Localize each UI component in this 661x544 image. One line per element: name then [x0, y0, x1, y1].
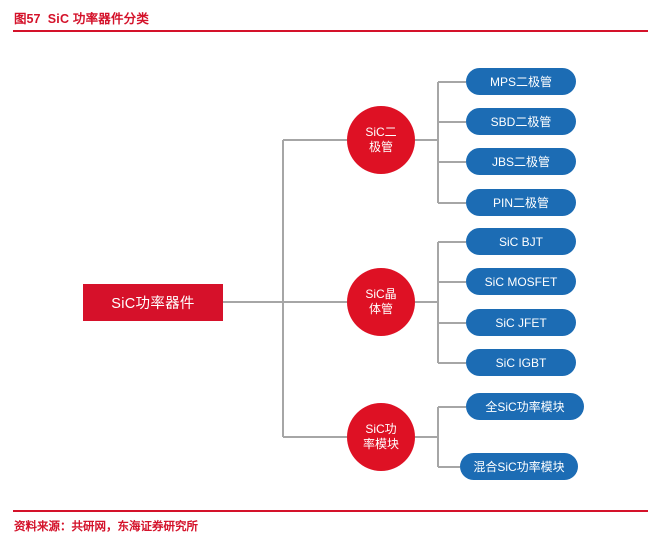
leaf-node-label: SiC JFET: [495, 315, 547, 330]
category-label-line2: 体管: [368, 302, 393, 316]
leaf-node-label: PIN二极管: [492, 196, 549, 210]
root-node[interactable]: SiC功率器件: [83, 284, 223, 321]
leaf-node-label: SiC BJT: [498, 234, 543, 249]
leaf-node-sbd-diode[interactable]: SBD二极管: [466, 108, 576, 135]
connector-lines: [223, 81, 466, 468]
leaf-node-label: SBD二极管: [490, 115, 552, 129]
leaf-node-label: SiC MOSFET: [484, 274, 558, 289]
leaf-node-hybrid-sic-module[interactable]: 混合SiC功率模块: [460, 453, 578, 480]
leaf-node-jbs-diode[interactable]: JBS二极管: [466, 148, 576, 175]
category-node-diode[interactable]: SiC二 极管: [347, 106, 415, 174]
category-node-module[interactable]: SiC功 率模块: [347, 403, 415, 471]
category-label-line1: SiC晶: [365, 287, 397, 301]
category-label-line2: 率模块: [362, 437, 399, 451]
header-divider: [13, 30, 648, 32]
leaf-node-label: MPS二极管: [489, 75, 552, 89]
category-label-line1: SiC二: [365, 125, 397, 139]
figure-number: 图57: [14, 12, 41, 26]
leaf-node-mps-diode[interactable]: MPS二极管: [466, 68, 576, 95]
leaf-node-label: SiC IGBT: [495, 355, 547, 370]
leaf-node-label: JBS二极管: [491, 155, 550, 169]
leaf-node-full-sic-module[interactable]: 全SiC功率模块: [466, 393, 584, 420]
category-label-line2: 极管: [368, 140, 393, 154]
category-label-line1: SiC功: [365, 422, 397, 436]
category-node-transistor[interactable]: SiC晶 体管: [347, 268, 415, 336]
leaf-node-label: 全SiC功率模块: [485, 400, 565, 414]
diagram-canvas: SiC功率器件 SiC二 极管 SiC晶 体管 SiC功 率模块 MPS二极管 …: [0, 36, 661, 506]
figure-title-text: SiC 功率器件分类: [47, 12, 150, 26]
leaf-node-sic-igbt[interactable]: SiC IGBT: [466, 349, 576, 376]
leaf-node-label: 混合SiC功率模块: [473, 460, 565, 474]
leaf-node-sic-mosfet[interactable]: SiC MOSFET: [466, 268, 576, 295]
source-note: 资料来源：共研网，东海证券研究所: [14, 521, 198, 533]
root-node-label: SiC功率器件: [111, 296, 195, 312]
leaf-node-sic-jfet[interactable]: SiC JFET: [466, 309, 576, 336]
footer-divider: [13, 510, 648, 512]
page-title: 图57 SiC 功率器件分类: [14, 8, 149, 27]
leaf-node-sic-bjt[interactable]: SiC BJT: [466, 228, 576, 255]
leaf-node-pin-diode[interactable]: PIN二极管: [466, 189, 576, 216]
